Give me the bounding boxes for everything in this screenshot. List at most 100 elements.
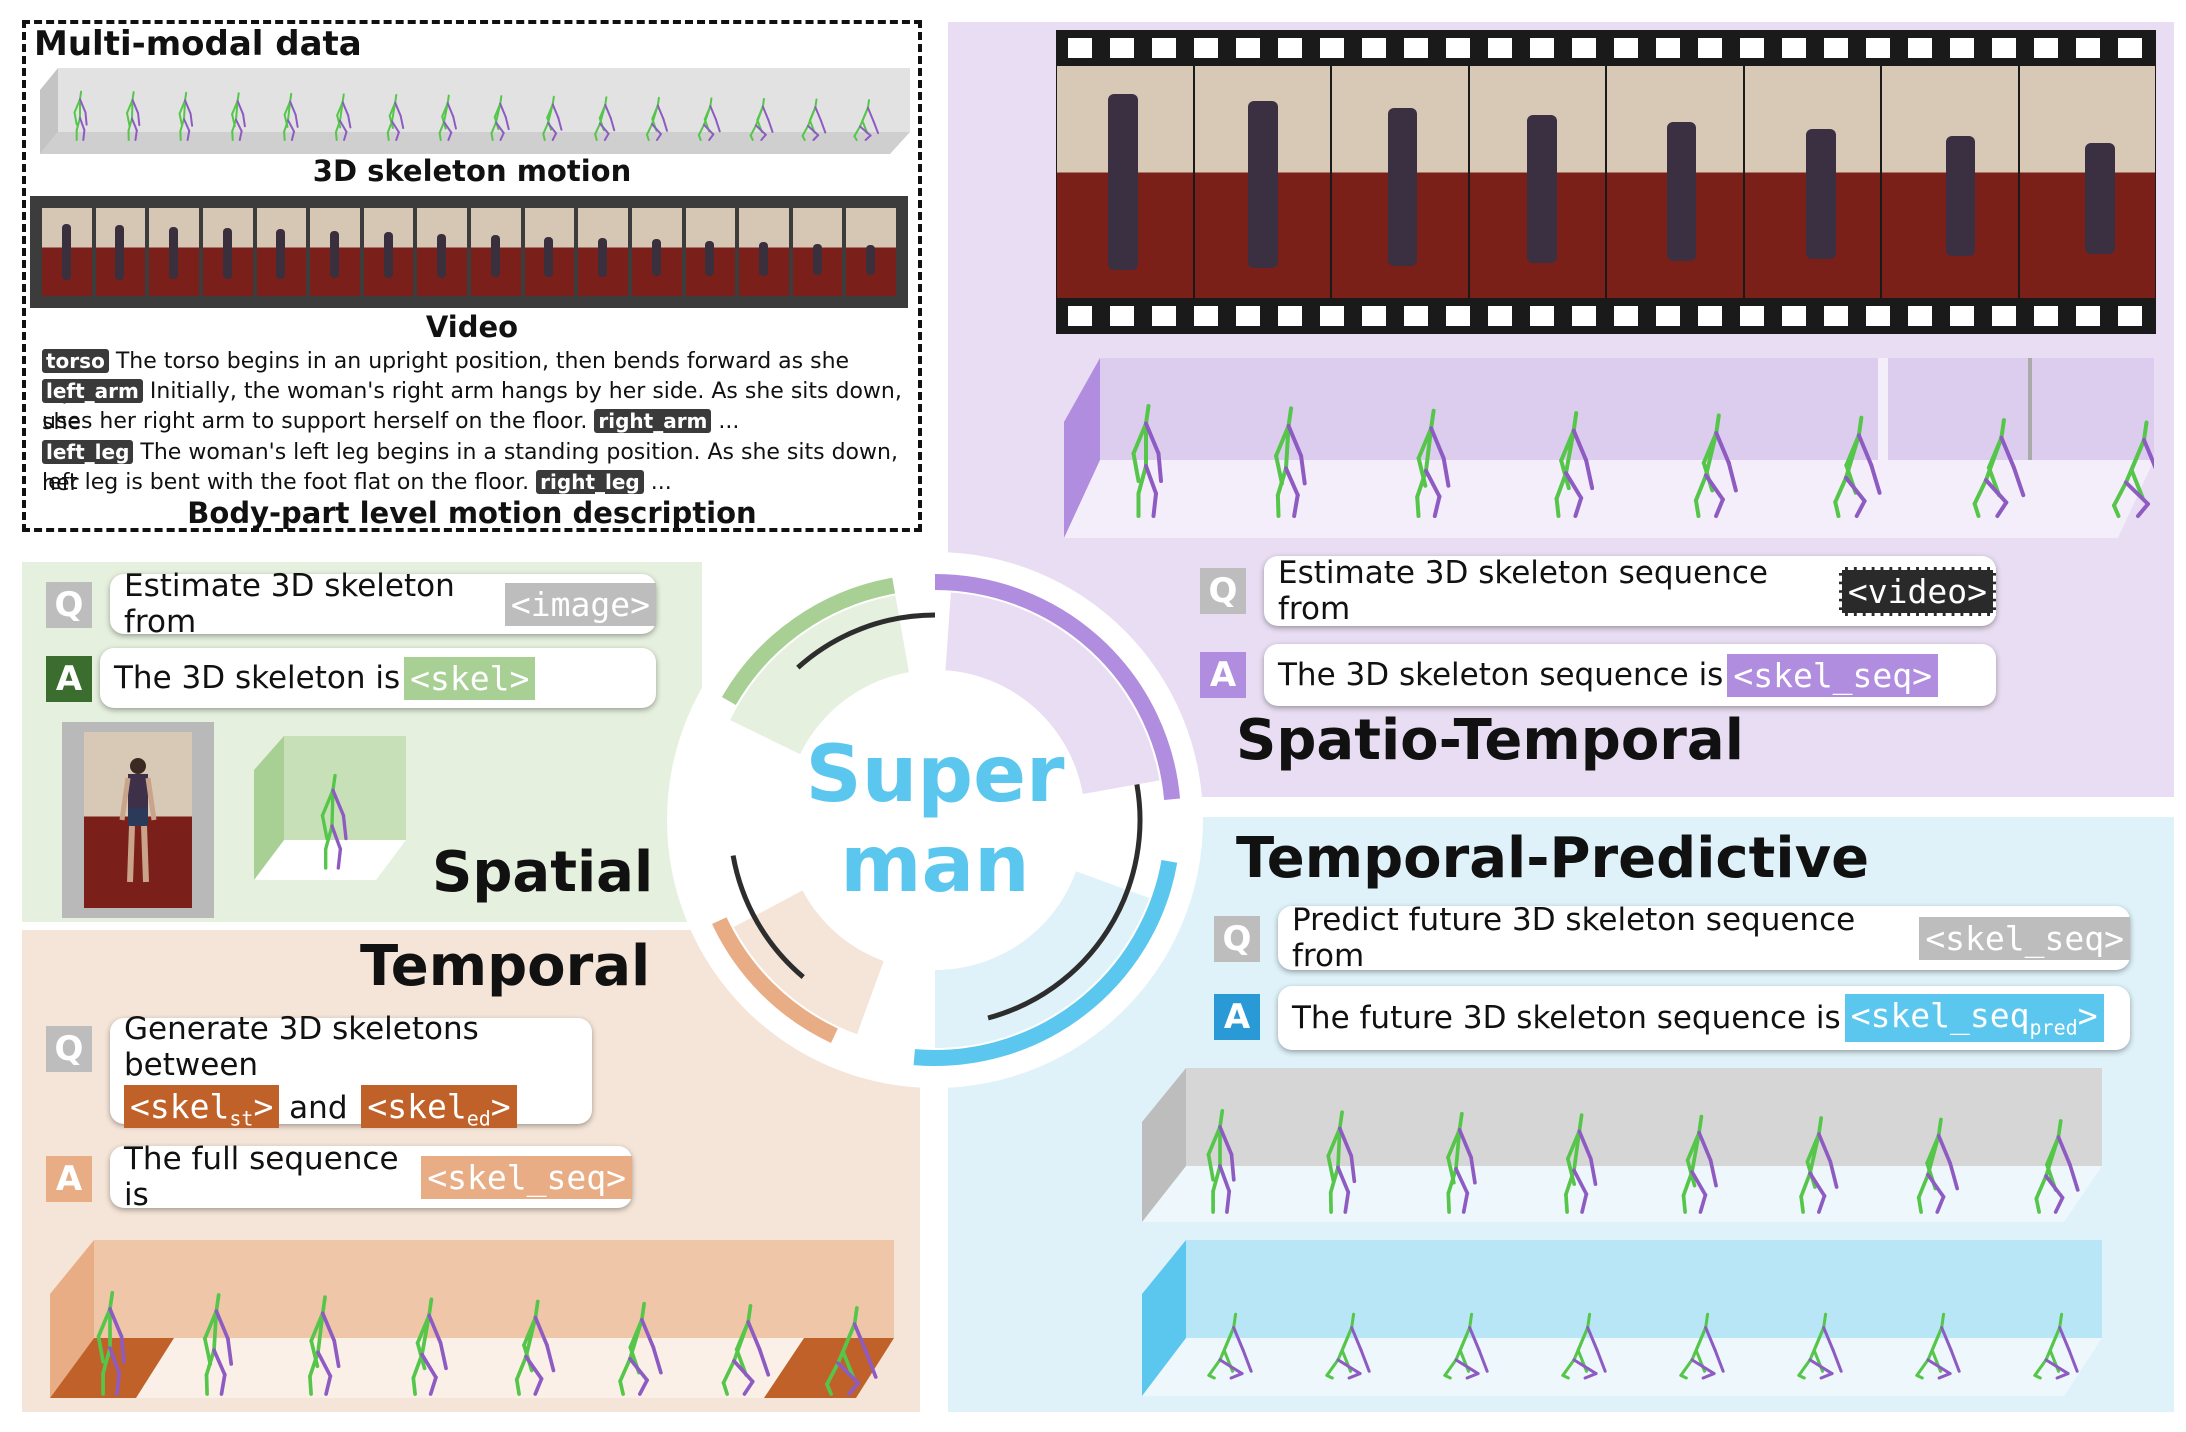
skeleton-bone <box>841 1322 857 1354</box>
skeleton-bone <box>411 1376 417 1396</box>
skeleton-bone <box>1144 464 1158 496</box>
film-hole <box>1446 306 1470 326</box>
strip-side <box>40 68 58 154</box>
skeleton-bone <box>1284 466 1300 497</box>
skeleton-bone <box>734 1320 751 1352</box>
temporal-answer-box: The full sequence is <skel_seq> <box>110 1141 632 1213</box>
skeleton-bone <box>709 105 717 121</box>
skeleton-bone <box>604 103 612 120</box>
skeleton-bone <box>861 106 869 122</box>
skeleton-bone <box>1995 500 2009 518</box>
skeleton-bone <box>1458 1326 1472 1352</box>
skeleton-bone <box>524 1354 544 1381</box>
skeleton-bone <box>320 1295 327 1316</box>
inner-arc-3 <box>730 855 805 979</box>
skeleton-bone <box>1856 415 1864 438</box>
skeleton-bone <box>499 102 507 119</box>
spatial-image-thumbnail <box>62 722 214 918</box>
film-hole <box>1698 306 1722 326</box>
skeleton-bone <box>1698 1193 1708 1214</box>
skeleton-bone <box>599 122 610 135</box>
arc-predictive <box>913 859 1178 1066</box>
spatial-q-badge: Q <box>46 582 92 628</box>
skeleton-bone <box>1343 1190 1351 1214</box>
film-hole <box>1320 38 1344 58</box>
skeleton-bone <box>628 1317 644 1350</box>
skeleton-bone <box>1564 1192 1569 1214</box>
film-hole <box>1782 306 1806 326</box>
st-video-strip <box>1056 30 2156 334</box>
skeleton-bone <box>651 104 659 120</box>
skeleton-bone <box>859 125 872 137</box>
desc-line-2: left_arm Initially, the woman's right ar… <box>42 379 902 435</box>
skeleton-bone <box>2055 1372 2070 1380</box>
skeleton-bone <box>864 134 872 141</box>
skeleton-bone <box>1325 1358 1340 1377</box>
skeleton-bone <box>872 119 880 135</box>
skeleton-bone <box>1151 491 1158 518</box>
skeleton-bone <box>1697 1114 1704 1135</box>
skeleton-bone <box>2142 420 2149 442</box>
skeleton-bone <box>1822 1312 1828 1330</box>
film-hole <box>1992 38 2016 58</box>
skeleton-bone <box>1915 1373 1924 1380</box>
skeleton-bone <box>495 121 505 134</box>
skeleton-bone <box>594 122 601 136</box>
skeleton-bone <box>1940 1326 1953 1352</box>
skeleton-bone <box>73 98 81 114</box>
skeleton-bone <box>1572 1168 1589 1196</box>
skeleton-bone <box>336 101 344 117</box>
film-frames <box>1056 66 2156 298</box>
skeleton-bone <box>1701 430 1719 465</box>
wedge-temporal <box>733 890 884 1035</box>
spatial-title: Spatial <box>432 840 654 905</box>
skeleton-bone <box>388 101 397 117</box>
image-token: <image> <box>504 582 656 626</box>
skeleton-bone <box>2068 1162 2080 1192</box>
skeleton-bone <box>1916 1172 1930 1200</box>
skeleton-bone <box>82 129 86 141</box>
skeleton-bone <box>714 118 721 133</box>
skeleton-bone <box>1218 1125 1234 1157</box>
skeleton-bone <box>618 1379 625 1396</box>
skeleton-bone <box>514 1377 521 1396</box>
skeleton-bone <box>1350 1326 1363 1352</box>
st-skel-seq-token: <skel_seq> <box>1727 653 1939 697</box>
video-frame <box>846 208 896 296</box>
skeleton-bone <box>309 1311 325 1343</box>
skeleton-bone <box>427 1313 443 1345</box>
skeleton-bone <box>131 98 140 115</box>
video-frame <box>202 208 253 296</box>
film-frame <box>1332 66 1468 298</box>
skeleton-bone <box>1461 1191 1470 1214</box>
skeleton-bone <box>1336 1165 1351 1195</box>
skeleton-bone <box>1429 408 1436 431</box>
skeleton-bone <box>331 773 337 792</box>
film-frame <box>1194 66 1330 298</box>
skeleton-bone <box>852 1306 859 1326</box>
skeleton-bone <box>1685 1130 1701 1163</box>
skeleton-bone <box>1690 1169 1708 1197</box>
skeleton-bone <box>204 1348 216 1377</box>
skeleton-bone <box>1714 430 1731 465</box>
skeleton-bone <box>1218 1108 1225 1129</box>
skeleton-bone <box>1207 1358 1222 1377</box>
skeleton-bone <box>1693 473 1708 503</box>
film-hole <box>1236 38 1260 58</box>
skeleton-bone <box>283 130 286 141</box>
video-frame <box>578 208 628 296</box>
film-hole <box>1950 306 1974 326</box>
skeleton-bone <box>533 1315 549 1348</box>
skeleton-bone <box>2048 1326 2062 1352</box>
skeleton-bone <box>1559 428 1576 463</box>
skeleton-bone <box>1325 1373 1334 1380</box>
skeleton-bone <box>646 133 650 141</box>
skeleton-bone <box>1469 1155 1477 1185</box>
skeleton-bone <box>1833 500 1841 518</box>
skeleton-bone <box>499 95 503 105</box>
strip-floor <box>40 132 910 154</box>
skeleton-bone <box>2045 1135 2061 1167</box>
skeleton-bone <box>1275 466 1288 498</box>
skeleton-bone <box>866 99 871 109</box>
skeleton-bone <box>1573 496 1584 518</box>
